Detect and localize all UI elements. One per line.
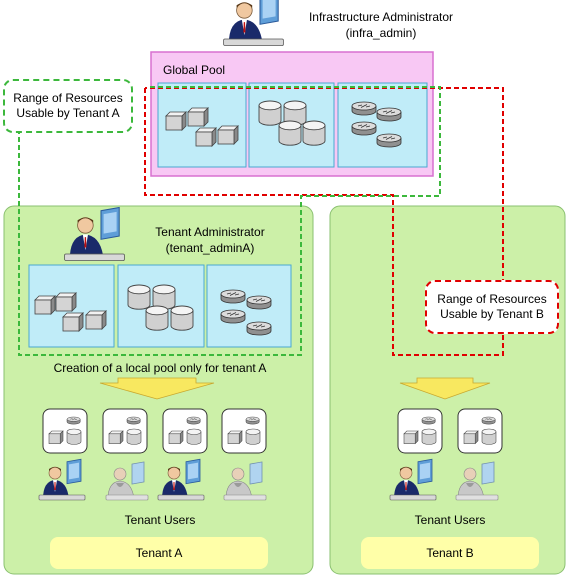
range-b-line2: Usable by Tenant B [440, 307, 544, 321]
tenant-admin-user: (tenant_adminA) [165, 241, 255, 255]
range-b-callout: Range of Resources Usable by Tenant B [425, 280, 559, 334]
tenant-b-name: Tenant B [361, 537, 539, 569]
tenant-admin-role: Tenant Administrator [155, 225, 265, 239]
infra-admin-icon [222, 0, 285, 47]
range-a-line1: Range of Resources [13, 91, 123, 105]
local-pool-caption: Creation of a local pool only for tenant… [53, 361, 267, 375]
arrow-down-a [99, 377, 215, 400]
infra-admin-role: Infrastructure Administrator [308, 10, 454, 24]
range-a-callout: Range of Resources Usable by Tenant A [3, 79, 133, 133]
tenant-a-name: Tenant A [50, 537, 268, 569]
infra-admin-user: (infra_admin) [345, 26, 417, 40]
tenant-a-users-label: Tenant Users [124, 513, 196, 527]
range-b-boundary [144, 87, 504, 356]
range-a-boundary [18, 86, 441, 356]
range-b-line1: Range of Resources [437, 292, 547, 306]
arrow-down-b [399, 377, 491, 400]
global-pool-network-cell [337, 82, 428, 168]
range-a-line2: Usable by Tenant A [16, 106, 120, 120]
tenant-admin-label: Tenant Administrator (tenant_adminA) [140, 225, 280, 255]
global-pool-title: Global Pool [163, 63, 226, 77]
tenant-b-users-label: Tenant Users [414, 513, 486, 527]
infra-admin-label: Infrastructure Administrator (infra_admi… [291, 10, 471, 40]
